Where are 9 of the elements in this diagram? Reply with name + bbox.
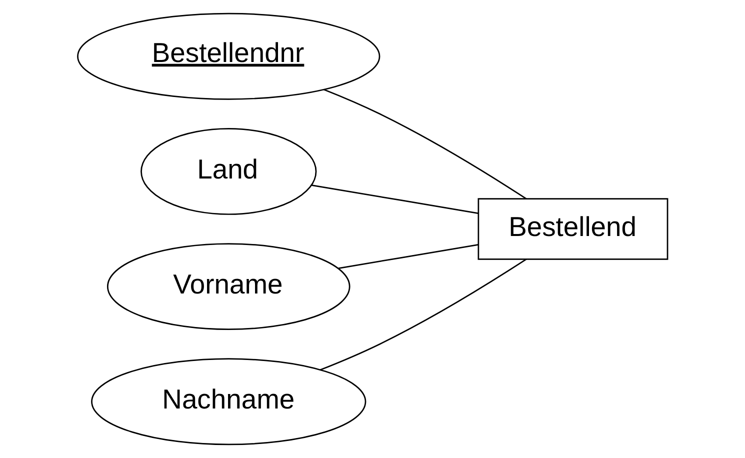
connector	[338, 244, 478, 269]
node-box: Bestellend	[478, 198, 668, 260]
connector	[311, 184, 478, 214]
connector	[320, 258, 527, 371]
connector	[324, 88, 527, 200]
node-ellipse: Land	[140, 128, 317, 215]
node-ellipse: Nachname	[91, 358, 366, 446]
node-ellipse: Vorname	[106, 243, 350, 330]
node-ellipse: Bestellendnr	[77, 12, 380, 100]
